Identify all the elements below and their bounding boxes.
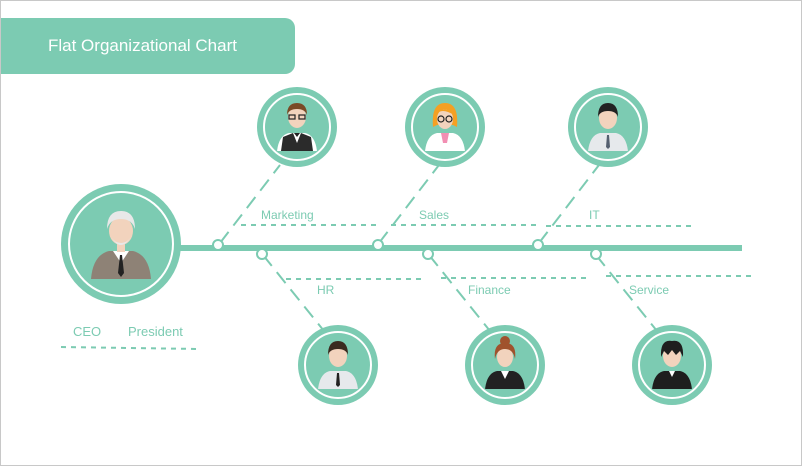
woman-bun-avatar-icon — [485, 336, 525, 389]
label-sales: Sales — [419, 208, 450, 222]
connector-service — [595, 254, 658, 332]
connector-marketing — [219, 164, 281, 244]
hr-avatar-circle — [298, 325, 378, 405]
ceo-avatar-circle — [61, 184, 181, 304]
node-marketing — [212, 239, 224, 251]
connector-finance — [428, 254, 491, 332]
node-service — [590, 248, 602, 260]
woman-glasses-avatar-icon — [425, 103, 465, 151]
label-finance: Finance — [468, 283, 511, 297]
label-ceo-name: President — [128, 324, 183, 339]
page-title: Flat Organizational Chart — [1, 18, 295, 74]
node-sales — [372, 239, 384, 251]
connector-sales — [378, 164, 440, 244]
marketing-avatar-circle — [257, 87, 337, 167]
service-avatar-circle — [632, 325, 712, 405]
node-hr — [256, 248, 268, 260]
main-connector-line — [179, 245, 742, 251]
sales-avatar-circle — [405, 87, 485, 167]
node-it — [532, 239, 544, 251]
finance-avatar-circle — [465, 325, 545, 405]
node-finance — [422, 248, 434, 260]
man-black-suit-avatar-icon — [652, 340, 692, 389]
man-shirt-avatar-icon — [588, 103, 628, 151]
connector-it — [538, 164, 600, 244]
label-hr: HR — [317, 283, 335, 297]
label-it: IT — [589, 208, 600, 222]
it-avatar-circle — [568, 87, 648, 167]
underline-ceo — [60, 346, 200, 350]
man-glasses-vest-avatar-icon — [277, 103, 317, 151]
label-ceo-role: CEO — [73, 324, 102, 339]
connector-hr — [262, 254, 325, 332]
label-service: Service — [629, 283, 670, 297]
elderly-man-avatar-icon — [91, 211, 151, 279]
label-marketing: Marketing — [261, 208, 314, 222]
man-suit-avatar-icon — [318, 341, 358, 389]
